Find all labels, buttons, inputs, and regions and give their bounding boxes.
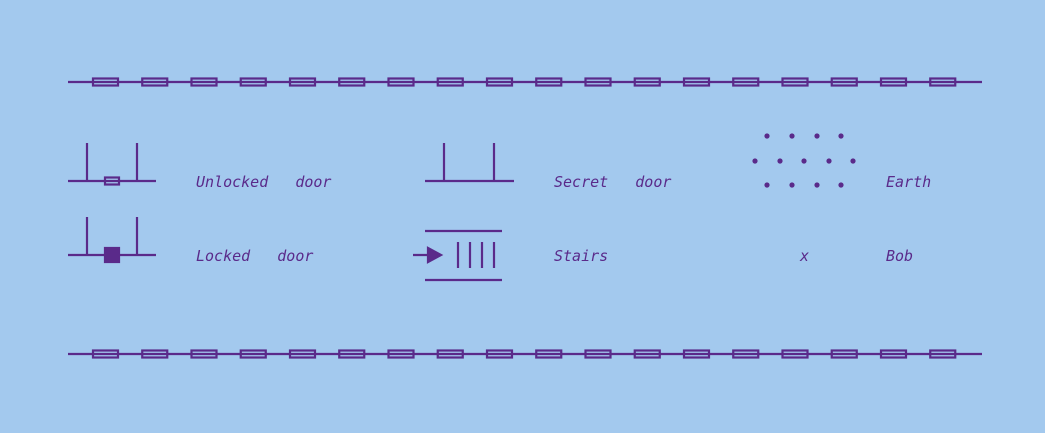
secret-door-label: Secret door <box>554 173 672 191</box>
chain-link <box>830 349 858 359</box>
chain-link <box>239 77 267 87</box>
earth-dot <box>850 158 856 164</box>
chain-link <box>535 349 563 359</box>
earth-dot <box>764 133 770 139</box>
unlocked-door-label: Unlocked door <box>196 173 332 191</box>
chain-link <box>91 349 120 359</box>
locked-door-label: Locked door <box>196 247 314 265</box>
earth-dot <box>789 182 795 188</box>
chain-link <box>879 349 908 359</box>
chain-link <box>535 77 563 87</box>
chain-link <box>239 349 267 359</box>
chain-link <box>387 77 415 87</box>
earth-dot <box>801 158 807 164</box>
chain-link <box>584 77 612 87</box>
earth-dot <box>789 133 795 139</box>
chain-link <box>732 349 760 359</box>
chain-link <box>91 77 120 87</box>
chain-link <box>485 349 514 359</box>
chain-link <box>288 349 317 359</box>
chain-link <box>879 77 908 87</box>
chain-link <box>387 349 415 359</box>
chain-link <box>682 77 711 87</box>
chain-link <box>288 77 317 87</box>
bob-marker: x <box>800 247 810 265</box>
chain-link <box>485 77 514 87</box>
chain-link <box>830 77 858 87</box>
chain-link <box>682 349 711 359</box>
locked-door-icon <box>68 217 156 264</box>
chain-link <box>190 77 218 87</box>
chain-link <box>584 349 612 359</box>
chain-link <box>633 349 661 359</box>
unlocked-door-icon <box>68 143 156 186</box>
bottom-chain-border <box>68 349 982 359</box>
earth-dot <box>764 182 770 188</box>
chain-link <box>929 77 957 87</box>
earth-dot <box>838 133 844 139</box>
chain-link <box>338 349 366 359</box>
chain-link <box>436 349 464 359</box>
earth-dot <box>777 158 783 164</box>
chain-link <box>190 349 218 359</box>
chain-link <box>141 77 169 87</box>
earth-dot <box>814 182 820 188</box>
stairs-label: Stairs <box>554 247 609 265</box>
earth-dot <box>814 133 820 139</box>
chain-link <box>781 349 809 359</box>
earth-dot <box>752 158 758 164</box>
earth-dot <box>838 182 844 188</box>
chain-link <box>436 77 464 87</box>
chain-link <box>732 77 760 87</box>
earth-label: Earth <box>886 173 932 191</box>
earth-dots-icon <box>752 133 856 188</box>
bob-label: Bob <box>886 247 914 265</box>
chain-link <box>781 77 809 87</box>
chain-link <box>141 349 169 359</box>
stairs-icon <box>413 229 502 282</box>
chain-link <box>929 349 957 359</box>
chain-link <box>338 77 366 87</box>
top-chain-border <box>68 77 982 87</box>
chain-link <box>633 77 661 87</box>
earth-dot <box>826 158 832 164</box>
secret-door-icon <box>425 143 514 183</box>
